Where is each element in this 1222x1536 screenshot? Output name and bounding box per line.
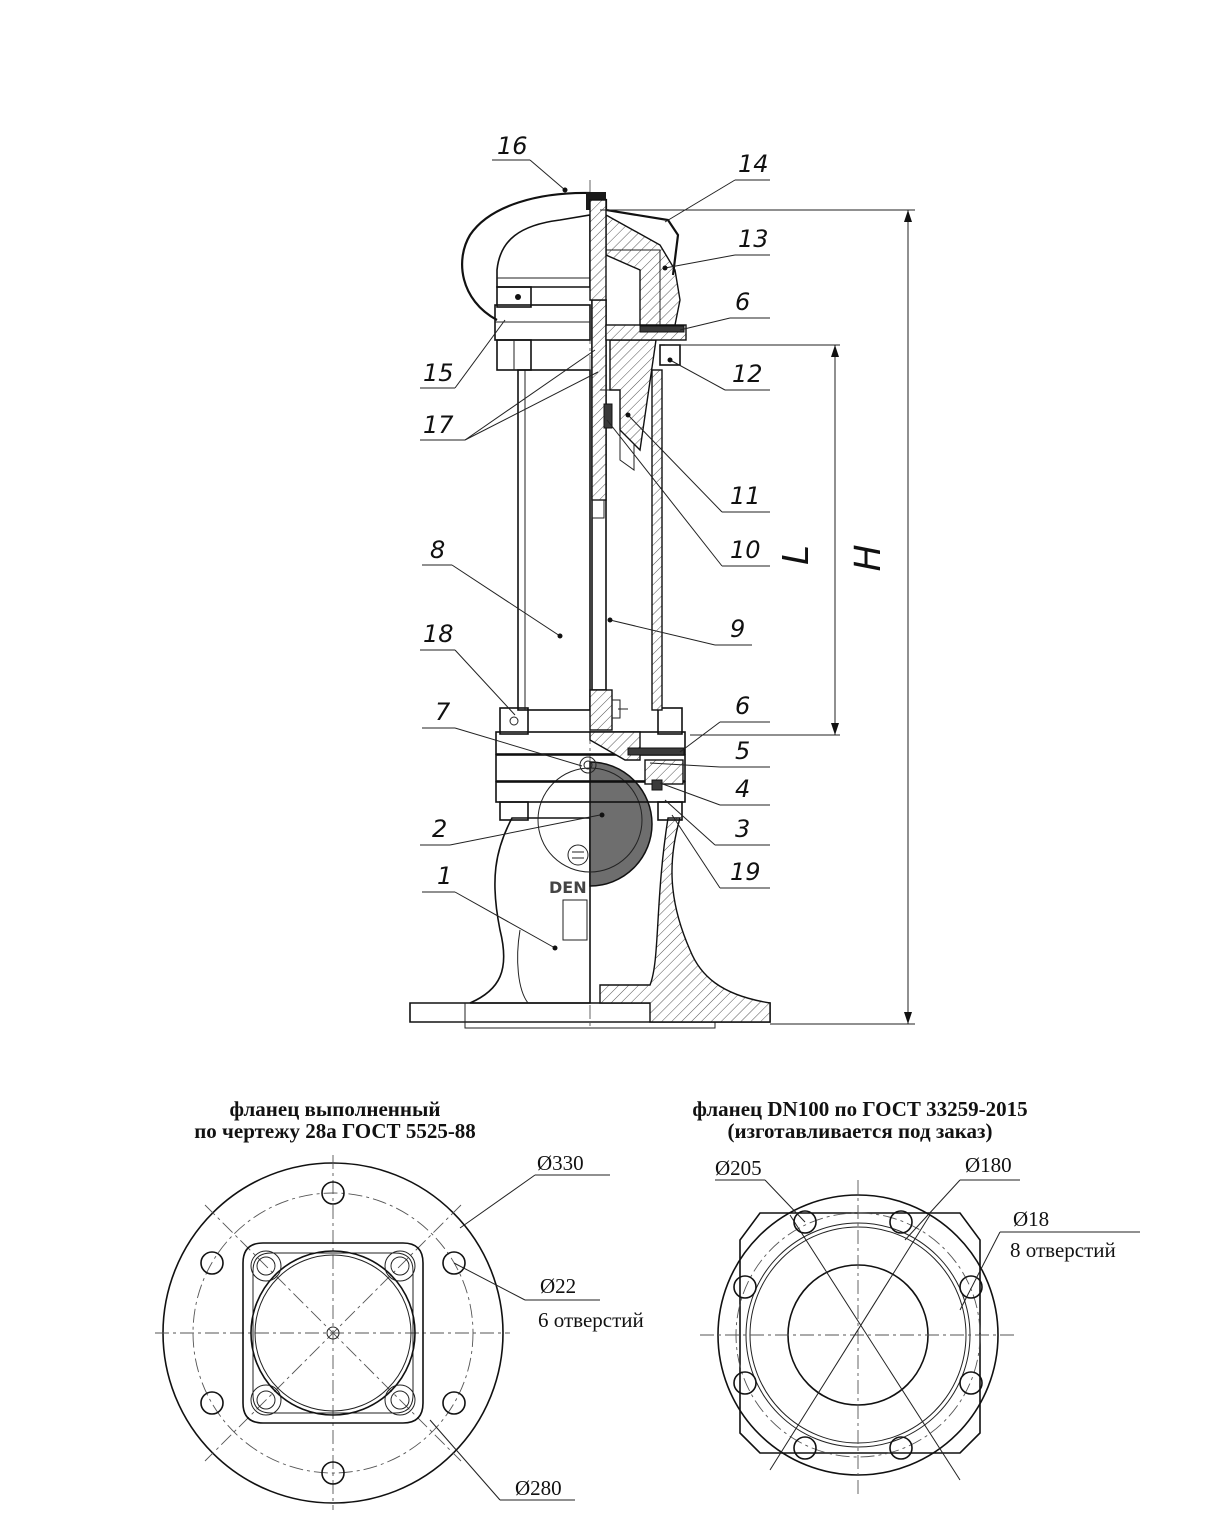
column-pipe-exterior <box>517 369 591 711</box>
callout-leaders <box>420 159 770 951</box>
valve-ball <box>589 761 653 887</box>
callout-3: 3 <box>735 815 750 843</box>
flange-left-square <box>242 1242 424 1424</box>
callout-12: 12 <box>732 360 763 388</box>
callout-17: 17 <box>423 411 454 439</box>
callout-1: 1 <box>437 862 452 890</box>
logo-mark <box>567 844 589 866</box>
upper-bolts <box>496 286 681 371</box>
body-marking: DEN <box>549 878 587 897</box>
flange-right-hole-dia: Ø18 <box>1013 1207 1049 1231</box>
flange-left-hole-dia: Ø22 <box>540 1274 576 1298</box>
cap-handle <box>461 191 591 321</box>
flange-right-hole-count: 8 отверстий <box>1010 1238 1116 1262</box>
flange-right-title-2: (изготавливается под заказ) <box>728 1119 993 1143</box>
lower-bolts <box>499 707 683 821</box>
flange-left-corner-holes <box>250 1250 416 1416</box>
callout-9: 9 <box>730 615 745 643</box>
dimension-L: L <box>776 545 817 565</box>
valve-body-section <box>599 817 771 1023</box>
flange-right-bolt-dia: Ø180 <box>965 1153 1012 1177</box>
callout-labels: 16 14 13 6 15 12 17 11 10 8 9 18 6 7 5 4… <box>423 132 769 890</box>
flange-right-outer-dia: Ø205 <box>715 1156 762 1180</box>
column-pipe-section <box>651 369 663 711</box>
callout-4: 4 <box>735 775 750 803</box>
flange-right: фланец DN100 по ГОСТ 33259-2015 (изготав… <box>692 1097 1140 1495</box>
flange-left-bolt-dia: Ø280 <box>515 1476 562 1500</box>
callout-2: 2 <box>432 815 447 843</box>
flange-left-outer-dia: Ø330 <box>537 1151 584 1175</box>
callout-18: 18 <box>423 620 454 648</box>
dimension-H: H <box>848 544 889 571</box>
valve-body-exterior <box>469 817 591 1004</box>
callout-8: 8 <box>430 536 445 564</box>
callout-14: 14 <box>738 150 769 178</box>
callout-13: 13 <box>738 225 769 253</box>
callout-16: 16 <box>497 132 528 160</box>
lower-flange-b <box>495 754 686 782</box>
flange-right-square <box>739 1212 981 1454</box>
hydrant-elevation: DEN <box>409 180 771 1030</box>
callout-6-lower: 6 <box>735 692 750 720</box>
flange-left-title-1: фланец выполненный <box>229 1097 440 1121</box>
flange-left: фланец выполненный по чертежу 28а ГОСТ 5… <box>155 1097 644 1510</box>
callout-15: 15 <box>423 359 454 387</box>
dimension-lines: L H <box>600 209 915 1025</box>
flange-left-bolt-holes <box>200 1181 466 1485</box>
flange-right-bolt-holes <box>733 1210 983 1460</box>
callout-10: 10 <box>730 536 761 564</box>
flange-right-title-1: фланец DN100 по ГОСТ 33259-2015 <box>692 1097 1027 1121</box>
callout-19: 19 <box>730 858 761 886</box>
head-housing <box>496 214 591 288</box>
callout-11: 11 <box>730 482 761 510</box>
callout-6-upper: 6 <box>735 288 750 316</box>
flange-left-title-2: по чертежу 28а ГОСТ 5525-88 <box>194 1119 476 1143</box>
flange-left-hole-count: 6 отверстий <box>538 1308 644 1332</box>
callout-5: 5 <box>735 737 750 765</box>
callout-7: 7 <box>435 698 451 726</box>
